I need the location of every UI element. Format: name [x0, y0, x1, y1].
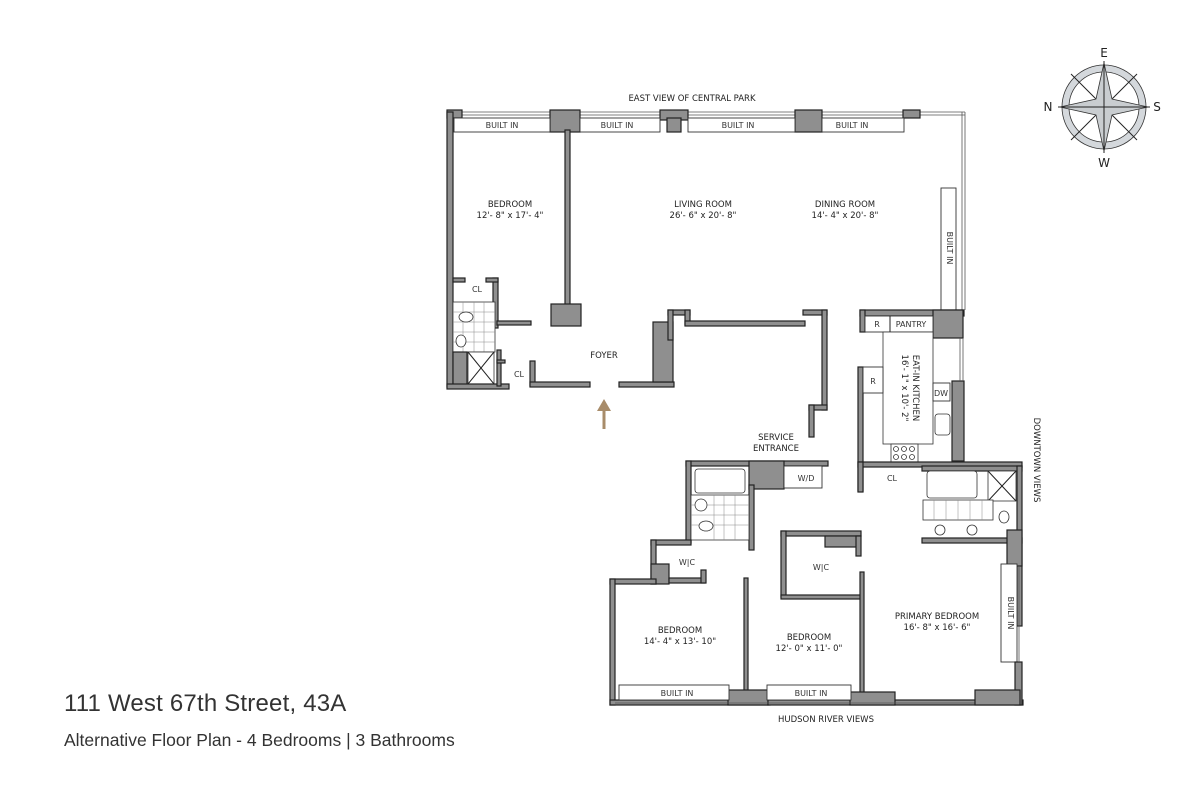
hall-bath: W/D [685, 460, 829, 551]
built-ins-top: BUILT IN BUILT IN BUILT IN BUILT IN BUIL… [453, 117, 957, 311]
kitchen-label: EAT-IN KITCHEN [910, 355, 920, 421]
svg-text:BUILT IN: BUILT IN [486, 121, 519, 130]
downtown-view-label: DOWNTOWN VIEWS [1031, 418, 1041, 503]
svg-text:BUILT IN: BUILT IN [601, 121, 634, 130]
property-address: 111 West 67th Street, 43A [64, 690, 347, 717]
kitchen-block: R PANTRY EAT-IN KITCHEN 16'- 1" x 10'- 2… [857, 309, 1023, 493]
s-bedroom-name: BEDROOM [787, 633, 831, 643]
nw-bedroom-dims: 12'- 8" x 17'- 4" [477, 211, 544, 221]
sw-bedroom-dims: 14'- 4" x 13'- 10" [644, 637, 716, 647]
walk-in-closet-label-2: W|C [813, 563, 830, 572]
fridge-label: R [874, 320, 880, 329]
svg-text:R: R [870, 377, 876, 386]
kitchen-dims: 16'- 1" x 10'- 2" [899, 355, 909, 422]
foyer-walls [529, 309, 828, 438]
walk-in-closet-label: W|C [679, 558, 696, 567]
dining-room-dims: 14'- 4" x 20'- 8" [812, 211, 879, 221]
service-entrance-label-1: SERVICE [758, 433, 794, 443]
s-bedroom-walls: BUILT IN W|C [615, 530, 1024, 706]
washer-dryer-label: W/D [798, 474, 815, 483]
primary-bath: BUILT IN [921, 465, 1023, 706]
svg-text:BUILT IN: BUILT IN [722, 121, 755, 130]
primary-bedroom-dims: 16'- 8" x 16'- 6" [904, 623, 971, 633]
sw-bedroom-walls: BUILT IN W|C [609, 539, 771, 706]
living-room-dims: 26'- 6" x 20'- 8" [670, 211, 737, 221]
nw-bedroom-name: BEDROOM [488, 200, 532, 210]
compass-left-label: N [1044, 100, 1053, 114]
s-bedroom-dims: 12'- 0" x 11'- 0" [776, 644, 843, 654]
compass-right-label: S [1153, 100, 1161, 114]
pantry-label: PANTRY [896, 320, 927, 329]
dishwasher-label: DW [934, 389, 948, 398]
kitchen-closet-label: CL [887, 474, 898, 483]
room-labels: BEDROOM 12'- 8" x 17'- 4" LIVING ROOM 26… [477, 200, 980, 654]
svg-text:BUILT IN: BUILT IN [1006, 597, 1015, 630]
compass-bottom-label: W [1098, 156, 1110, 170]
nw-bedroom-walls: CL CL [446, 111, 582, 390]
dining-room-name: DINING ROOM [815, 200, 875, 210]
north-window-wall [446, 109, 966, 310]
svg-text:BUILT IN: BUILT IN [945, 232, 954, 265]
sw-bedroom-name: BEDROOM [658, 626, 702, 636]
svg-text:BUILT IN: BUILT IN [836, 121, 869, 130]
svg-text:BUILT IN: BUILT IN [661, 689, 694, 698]
hudson-view-label: HUDSON RIVER VIEWS [778, 715, 874, 725]
foyer-label: FOYER [590, 351, 618, 361]
compass-rose-icon: E N S W [1044, 46, 1161, 170]
compass-top-label: E [1100, 46, 1108, 60]
floor-plan-subtitle: Alternative Floor Plan - 4 Bedrooms | 3 … [64, 730, 455, 750]
living-room-name: LIVING ROOM [674, 200, 732, 210]
entry-arrow-icon [597, 399, 611, 429]
closet-label: CL [472, 285, 483, 294]
closet-label-2: CL [514, 370, 525, 379]
service-entrance-label-2: ENTRANCE [753, 444, 799, 454]
primary-bedroom-name: PRIMARY BEDROOM [895, 612, 979, 622]
east-view-label: EAST VIEW OF CENTRAL PARK [628, 94, 756, 104]
svg-text:BUILT IN: BUILT IN [795, 689, 828, 698]
